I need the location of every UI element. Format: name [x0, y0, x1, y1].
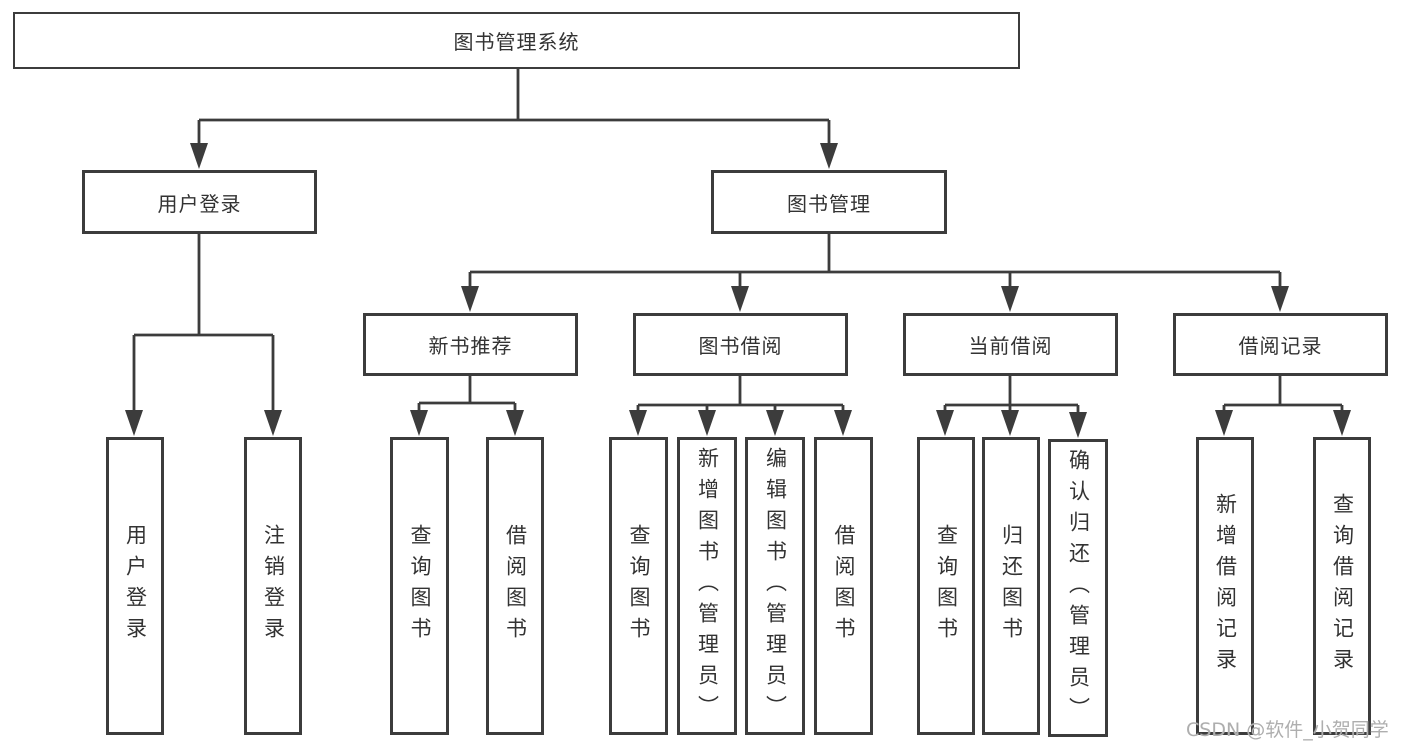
leaf-bb-query-books: 查询图书	[609, 437, 668, 735]
node-library-system-label: 图书管理系统	[453, 30, 580, 54]
node-borrowing-records-label: 借阅记录	[1238, 334, 1323, 358]
leaf-bb-borrow-books: 借阅图书	[814, 437, 873, 735]
leaf-rec-query-books-label: 查询图书	[408, 524, 432, 648]
leaf-rec-borrow-books-label: 借阅图书	[503, 524, 528, 648]
csdn-watermark: CSDN @软件_小贺同学	[1186, 719, 1389, 741]
leaf-user-login: 用户登录	[106, 437, 164, 735]
leaf-cb-confirm-return-admin: 确认归还（管理员）	[1048, 439, 1108, 737]
leaf-cb-query-books: 查询图书	[917, 437, 975, 735]
leaf-cb-confirm-return-admin-label: 确认归还（管理员）	[1066, 448, 1091, 728]
leaf-br-add-borrow-record-label: 新增借阅记录	[1213, 493, 1238, 679]
leaf-bb-add-books-admin-label: 新增图书（管理员）	[695, 446, 720, 726]
leaf-bb-edit-books-admin-label: 编辑图书（管理员）	[763, 446, 788, 726]
leaf-br-query-borrow-record: 查询借阅记录	[1313, 437, 1371, 735]
leaf-bb-query-books-label: 查询图书	[627, 524, 651, 648]
node-book-borrowing: 图书借阅	[633, 313, 848, 376]
arrowheads	[125, 143, 1351, 438]
leaf-cb-query-books-label: 查询图书	[934, 524, 959, 648]
node-user-login: 用户登录	[82, 170, 317, 234]
leaf-logout-login: 注销登录	[244, 437, 302, 735]
leaf-rec-borrow-books: 借阅图书	[486, 437, 544, 735]
leaf-cb-return-books: 归还图书	[982, 437, 1040, 735]
leaf-br-query-borrow-record-label: 查询借阅记录	[1330, 493, 1355, 679]
node-new-book-recommendation-label: 新书推荐	[428, 334, 513, 358]
leaf-user-login-label: 用户登录	[123, 524, 148, 648]
node-book-management-label: 图书管理	[787, 191, 871, 216]
leaf-cb-return-books-label: 归还图书	[999, 524, 1024, 648]
leaf-bb-add-books-admin: 新增图书（管理员）	[677, 437, 737, 735]
node-borrowing-records: 借阅记录	[1173, 313, 1388, 376]
leaf-bb-borrow-books-label: 借阅图书	[832, 524, 856, 648]
node-new-book-recommendation: 新书推荐	[363, 313, 578, 376]
node-current-borrowing: 当前借阅	[903, 313, 1118, 376]
node-user-login-label: 用户登录	[157, 191, 242, 216]
leaf-logout-login-label: 注销登录	[261, 524, 286, 648]
node-book-borrowing-label: 图书借阅	[698, 334, 783, 358]
node-book-management: 图书管理	[711, 170, 947, 234]
leaf-rec-query-books: 查询图书	[390, 437, 449, 735]
leaf-br-add-borrow-record: 新增借阅记录	[1196, 437, 1254, 735]
node-library-system: 图书管理系统	[13, 12, 1020, 69]
leaf-bb-edit-books-admin: 编辑图书（管理员）	[745, 437, 805, 735]
node-current-borrowing-label: 当前借阅	[968, 334, 1053, 358]
